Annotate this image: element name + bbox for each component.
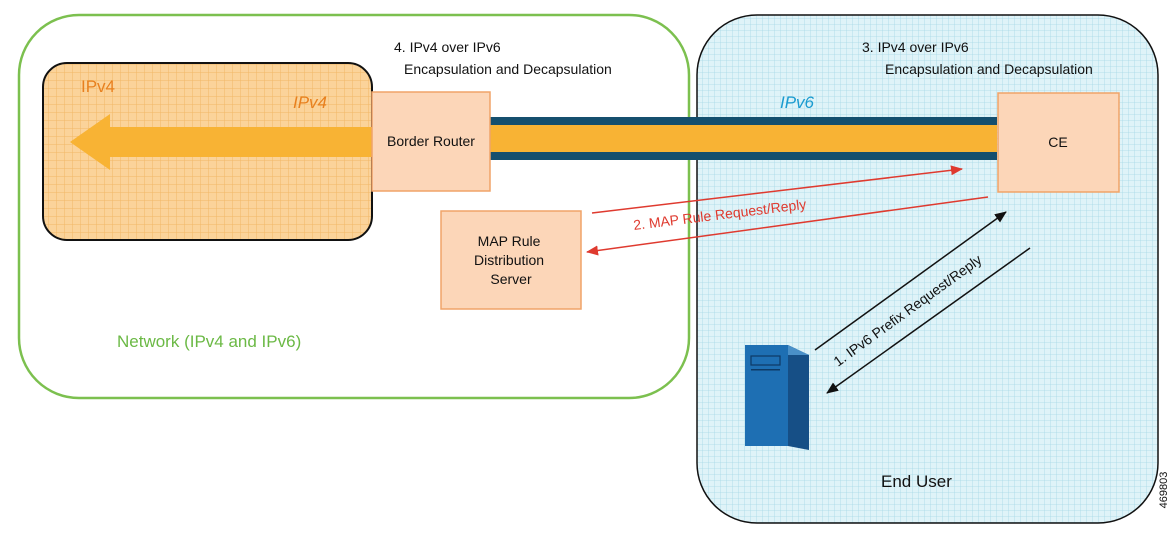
map-rule-server-label: MAP Rule Distribution Server xyxy=(474,233,548,287)
step-3-line-2: Encapsulation and Decapsulation xyxy=(885,61,1093,77)
map-rule-reply-arrow xyxy=(586,196,989,256)
ipv6-tunnel xyxy=(490,117,997,160)
map-rule-server-line-2: Distribution xyxy=(474,252,544,268)
ipv4-arrow-label: IPv4 xyxy=(293,93,327,112)
ipv4-flow-arrow xyxy=(70,114,372,170)
border-router-label: Border Router xyxy=(387,133,475,149)
step-4-label: 4. IPv4 over IPv6 Encapsulation and Deca… xyxy=(394,39,612,77)
network-label: Network (IPv4 and IPv6) xyxy=(117,332,301,351)
step-3-label: 3. IPv4 over IPv6 Encapsulation and Deca… xyxy=(862,39,1093,77)
step-4-line-2: Encapsulation and Decapsulation xyxy=(404,61,612,77)
ce-box xyxy=(997,92,1120,193)
map-rule-server-line-3: Server xyxy=(490,271,532,287)
ipv6-prefix-reply-arrow xyxy=(826,247,1031,394)
ipv6-prefix-request-arrow xyxy=(814,211,1007,351)
map-rule-server-box xyxy=(440,210,582,310)
end-user-label: End User xyxy=(881,472,952,491)
border-router-box xyxy=(371,91,491,192)
server-tower-icon xyxy=(745,345,809,450)
step-3-line-1: 3. IPv4 over IPv6 xyxy=(862,39,969,55)
ipv4-region-label: IPv4 xyxy=(81,77,115,96)
step-4-line-1: 4. IPv4 over IPv6 xyxy=(394,39,501,55)
ce-label: CE xyxy=(1048,134,1067,150)
figure-id: 469803 xyxy=(1158,472,1170,509)
map-rule-request-arrow xyxy=(591,165,963,214)
map-rule-server-line-1: MAP Rule xyxy=(478,233,541,249)
ipv6-tunnel-label: IPv6 xyxy=(780,93,815,112)
